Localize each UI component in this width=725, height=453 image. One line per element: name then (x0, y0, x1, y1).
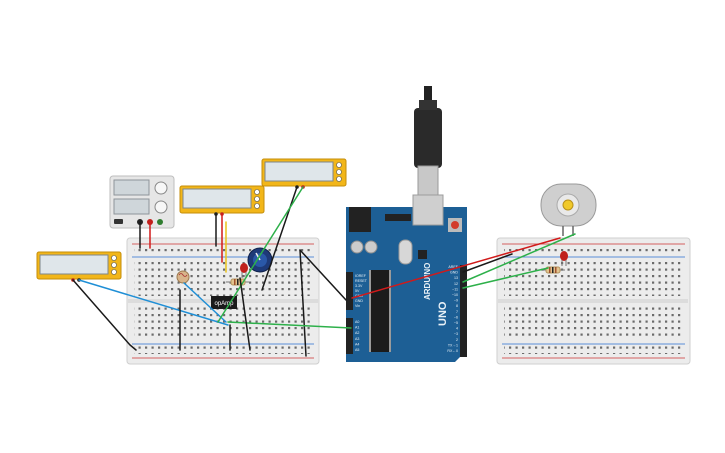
pin-label: A0 (355, 320, 359, 324)
wire-meter-right-black[interactable] (261, 186, 298, 291)
pin-label: Vin (355, 304, 360, 308)
pin-label: RX←0 (447, 349, 458, 353)
wire-gnd-to-right[interactable] (462, 253, 513, 273)
pin-label: A2 (355, 331, 359, 335)
pin-label: ~11 (452, 287, 458, 291)
led-left[interactable] (240, 263, 248, 278)
pin-label: 8 (456, 304, 458, 308)
wire-pin-to-motor[interactable] (462, 233, 576, 283)
wire-resistor-gnd[interactable] (239, 277, 251, 351)
wire-to-a0[interactable] (227, 321, 352, 329)
dc-motor[interactable] (540, 183, 597, 236)
resistor-right[interactable] (541, 266, 565, 274)
pin-label: A1 (355, 326, 359, 330)
opamp-chip[interactable]: opAmp (211, 296, 237, 309)
power-supply[interactable] (109, 175, 175, 229)
right-breadboard[interactable] (496, 237, 691, 365)
arduino-brand-label: ARDUINO (423, 263, 432, 300)
pin-label: A5 (355, 348, 359, 352)
pin-label: TX→1 (448, 343, 458, 347)
pin-label: A3 (355, 337, 359, 341)
multimeter-right[interactable] (261, 158, 347, 189)
pin-label: AREF (448, 265, 458, 269)
wire-gnd-to-arduino[interactable] (299, 249, 347, 301)
usb-cable (414, 86, 442, 197)
wire-rail-black[interactable] (299, 249, 307, 357)
wire-pin-to-led[interactable] (462, 267, 549, 289)
pin-label: 13 (454, 276, 458, 280)
opamp-label: opAmp (214, 301, 234, 307)
led-right[interactable] (560, 251, 568, 266)
pin-label: 4 (456, 327, 458, 331)
pin-label: GND (355, 299, 363, 303)
wire-5v-to-motor[interactable] (351, 237, 561, 299)
wires (72, 186, 576, 357)
wire-photoresistor-blue[interactable] (183, 282, 227, 323)
pin-label: 5V (355, 289, 360, 293)
pin-label: ~10 (452, 293, 458, 297)
pin-label: 2 (456, 338, 458, 342)
pin-label: GND (450, 271, 458, 275)
pin-label: RESET (355, 279, 368, 283)
wire-meter-left-black[interactable] (72, 279, 137, 351)
pin-label: ~6 (454, 315, 458, 319)
pin-label: 7 (456, 310, 458, 314)
pin-label: 12 (454, 282, 458, 286)
pin-label: A4 (355, 342, 359, 346)
multimeter-middle[interactable] (179, 185, 265, 216)
arduino-model-label: UNO (437, 301, 449, 326)
multimeter-left[interactable] (36, 251, 122, 282)
pin-label: ~3 (454, 332, 458, 336)
photoresistor[interactable] (176, 270, 190, 284)
wire-meter-right-green[interactable] (217, 186, 304, 323)
pin-label: ~5 (454, 321, 458, 325)
pin-label: ~9 (454, 299, 458, 303)
wire-meter-left-blue[interactable] (78, 279, 229, 326)
pin-label: 3.3V (355, 284, 363, 288)
pin-label: IOREF (355, 274, 367, 278)
